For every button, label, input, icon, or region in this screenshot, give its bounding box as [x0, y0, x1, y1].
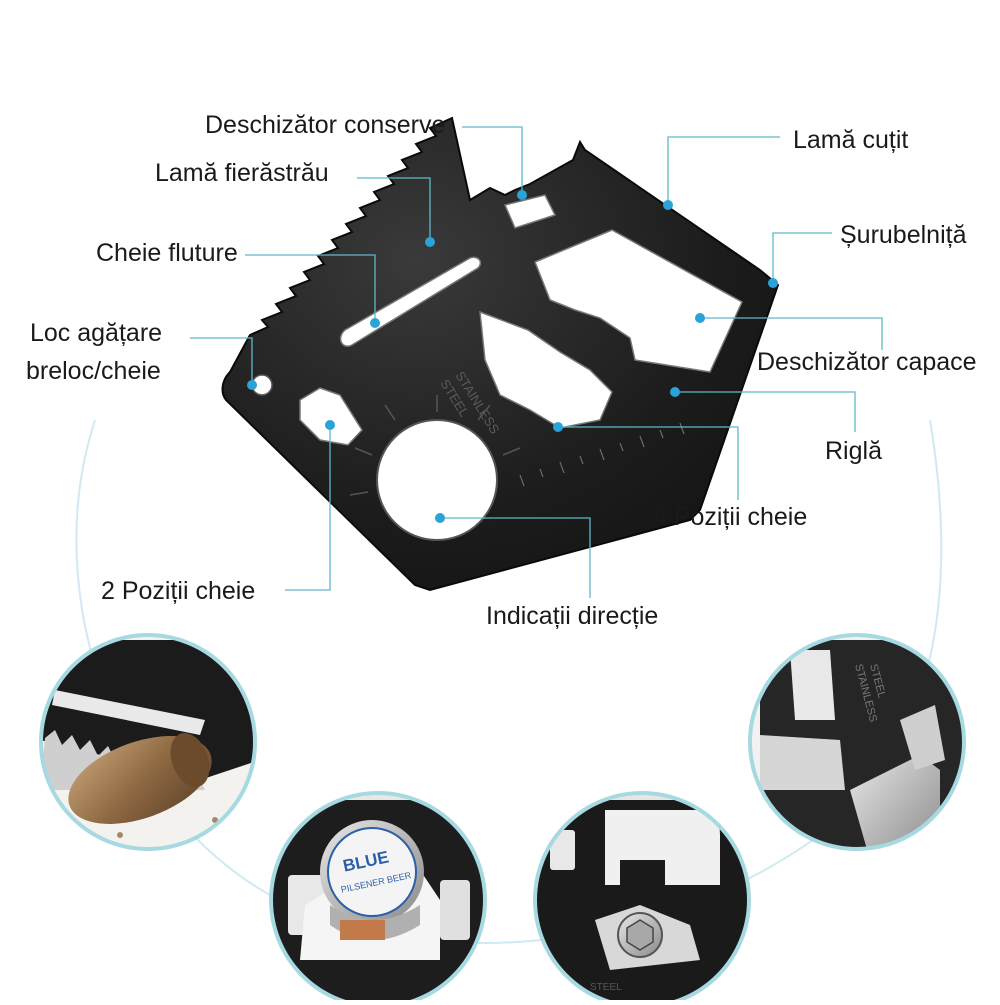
label-keyring-line2: breloc/cheie — [26, 357, 161, 385]
callout-line-butterfly — [245, 254, 376, 323]
label-wrench-4-positions: 4 Poziții cheie — [653, 503, 808, 531]
dot-butterfly — [370, 318, 380, 328]
label-butterfly-wrench: Cheie fluture — [96, 239, 238, 267]
ruler-ticks — [519, 422, 685, 487]
dot-wrench-4 — [553, 422, 563, 432]
dot-screwdriver — [768, 278, 778, 288]
label-bottle-opener: Deschizător capace — [757, 348, 977, 376]
detail-photo-saw — [39, 633, 257, 851]
callout-line-direction — [440, 517, 591, 598]
callout-line-screwdriver — [772, 232, 832, 283]
label-screwdriver: Șurubelniță — [840, 221, 967, 249]
label-saw-blade: Lamă fierăstrău — [155, 159, 329, 187]
callout-line-wrench-2 — [285, 425, 331, 591]
detail-photo-wrench: STEEL — [533, 791, 751, 1005]
dot-wrench-2 — [325, 420, 335, 430]
dot-direction — [435, 513, 445, 523]
dot-saw — [425, 237, 435, 247]
wrench-4-cutout — [479, 310, 613, 429]
wrench-photo-stamp: STEEL — [590, 982, 622, 993]
detail-ring-saw — [39, 633, 257, 851]
callout-line-keyring — [190, 337, 253, 385]
detail-photo-screwdriver: STAINLESS STEEL — [748, 633, 966, 851]
callout-dots — [247, 190, 778, 523]
label-knife-blade: Lamă cuțit — [793, 126, 909, 154]
direction-circle — [376, 419, 498, 541]
dot-ruler — [670, 387, 680, 397]
direction-ticks — [349, 395, 521, 496]
detail-photo-bottle-opener: BLUE PILSENER BEER — [269, 791, 487, 1005]
label-ruler: Riglă — [825, 437, 882, 465]
wrench-2-cutout — [299, 387, 363, 446]
multitool-card: STAINLESS STEEL — [221, 116, 780, 592]
dot-knife — [663, 200, 673, 210]
detail-ring-wrench — [533, 791, 751, 1005]
callout-line-can-opener — [462, 126, 523, 195]
callout-lines — [190, 126, 883, 598]
dot-bottle-opener — [695, 313, 705, 323]
callout-line-ruler — [675, 391, 856, 432]
label-keyring-line1: Loc agățare — [30, 319, 163, 347]
callout-line-wrench-4 — [558, 426, 739, 500]
dot-can-opener — [517, 190, 527, 200]
dot-keyring — [247, 380, 257, 390]
detail-ring-bottle — [269, 791, 487, 1005]
label-can-opener: Deschizător conserve — [205, 111, 446, 139]
callout-line-saw — [357, 177, 431, 242]
bottle-opener-cutout — [534, 229, 743, 373]
can-opener-notch — [503, 194, 557, 229]
label-wrench-2-positions: 2 Poziții cheie — [101, 577, 256, 605]
label-direction-indicator: Indicații direcție — [486, 602, 659, 630]
callout-line-knife — [667, 136, 780, 205]
detail-ring-screwdriver — [748, 633, 966, 851]
callout-line-bottle-opener — [700, 317, 883, 350]
